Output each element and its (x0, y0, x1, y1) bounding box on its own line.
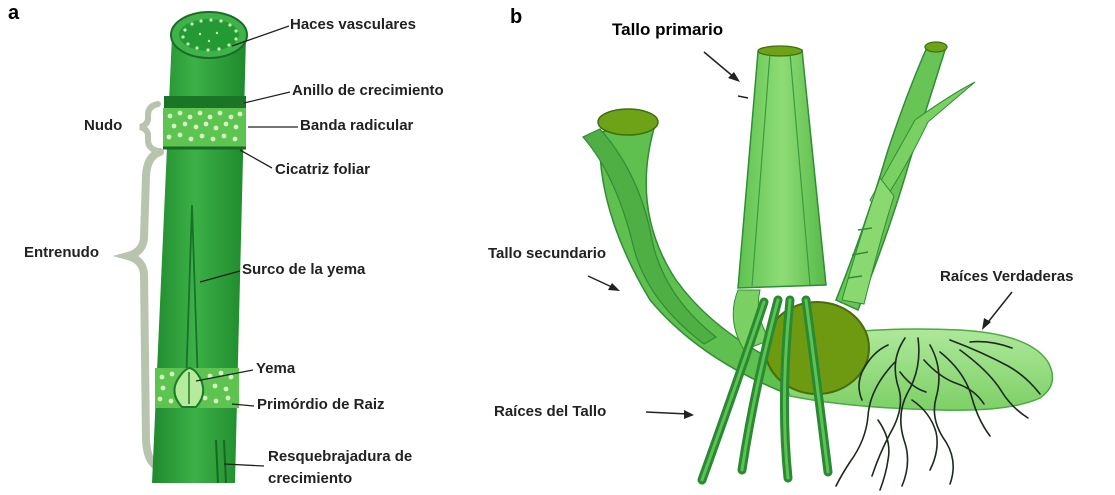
label-tallo-secundario: Tallo secundario (488, 245, 606, 263)
middle-shoot (842, 178, 894, 304)
label-tallo-primario: Tallo primario (612, 21, 723, 39)
label-cicatriz-foliar: Cicatriz foliar (275, 161, 370, 179)
label-crecimiento: crecimiento (268, 470, 352, 488)
label-entrenudo: Entrenudo (24, 244, 99, 262)
primary-stalk-top (758, 46, 802, 56)
label-primordio-raiz: Primórdio de Raiz (257, 396, 385, 414)
label-yema: Yema (256, 360, 295, 378)
primary-stalk (738, 50, 826, 288)
panel-b-plant (583, 42, 1053, 490)
label-haces-vasculares: Haces vasculares (290, 16, 416, 34)
nudo-brace (140, 104, 158, 151)
secondary-stalk-top (598, 109, 658, 135)
label-resquebrajadura: Resquebrajadura de (268, 448, 412, 466)
label-nudo: Nudo (84, 117, 122, 135)
growth-ring (164, 96, 246, 108)
panel-label-b: b (510, 8, 522, 26)
label-raices-verdaderas: Raíces Verdaderas (940, 268, 1073, 286)
panel-label-a: a (8, 4, 19, 22)
label-surco-yema: Surco de la yema (242, 261, 365, 279)
label-raices-tallo: Raíces del Tallo (494, 403, 606, 421)
label-anillo-crecimiento: Anillo de crecimiento (292, 82, 444, 100)
root-band (163, 108, 246, 148)
label-banda-radicular: Banda radicular (300, 117, 413, 135)
